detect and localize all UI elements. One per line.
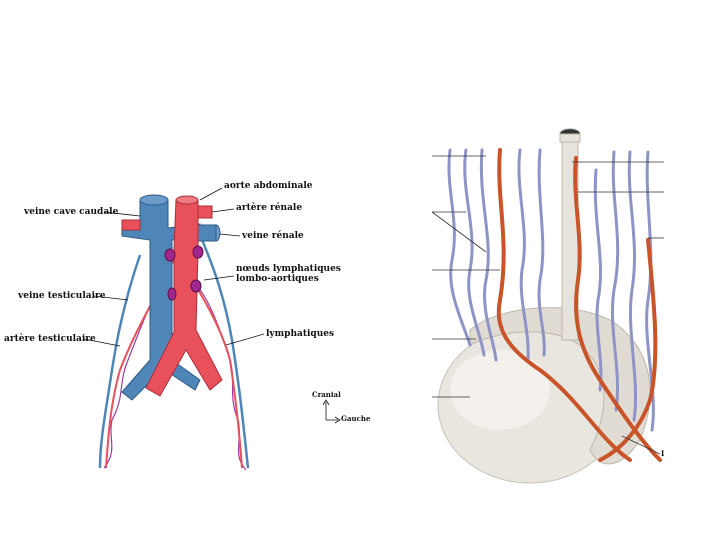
label-artere-testiculaire: artère testiculaire (4, 334, 96, 344)
lymph-node (192, 245, 204, 259)
leader-aorte (199, 187, 223, 201)
vena-cava-top (139, 194, 169, 206)
label-aorte-abdominale: aorte abdominale (224, 181, 313, 191)
label-veine-cave-caudale: veine cave caudale (24, 207, 119, 217)
lymph-node (164, 248, 176, 262)
label-noeuds-lymphatiques: nœuds lymphatiques (236, 264, 341, 274)
testicular-vein-right (198, 234, 250, 469)
renal-artery-left (121, 219, 141, 231)
testicular-arteries (496, 148, 662, 462)
testicular-vein-left (98, 254, 142, 469)
label-veine-testiculaire: veine testiculaire (18, 291, 106, 301)
leader-lines-right (431, 155, 664, 455)
testicular-artery-right (185, 269, 243, 469)
label-lymphatiques: lymphatiques (266, 329, 335, 339)
leader-veine-testiculaire (93, 295, 129, 301)
leader-veine-cave (103, 211, 141, 217)
leader-artere-renale (211, 208, 235, 213)
aorta (145, 199, 223, 397)
testis-highlight (450, 350, 550, 430)
label-gauche: Gauche (341, 414, 371, 423)
marker-text: I (661, 449, 665, 458)
label-artere-renale: artère rénale (236, 203, 303, 213)
leader-veine-renale (219, 233, 241, 237)
leader-noeuds (203, 275, 235, 281)
lymph-node (190, 279, 202, 293)
label-veine-renale: veine rénale (242, 231, 304, 241)
pampiniform-veins (447, 148, 655, 432)
leader-artere-testiculaire (83, 338, 121, 347)
aorta-top (175, 195, 199, 205)
leader-lymphatiques (225, 333, 265, 346)
label-lombo-aortiques: lombo-aortiques (236, 274, 319, 284)
lymph-node (167, 287, 177, 301)
label-cranial: Cranial (312, 390, 341, 399)
